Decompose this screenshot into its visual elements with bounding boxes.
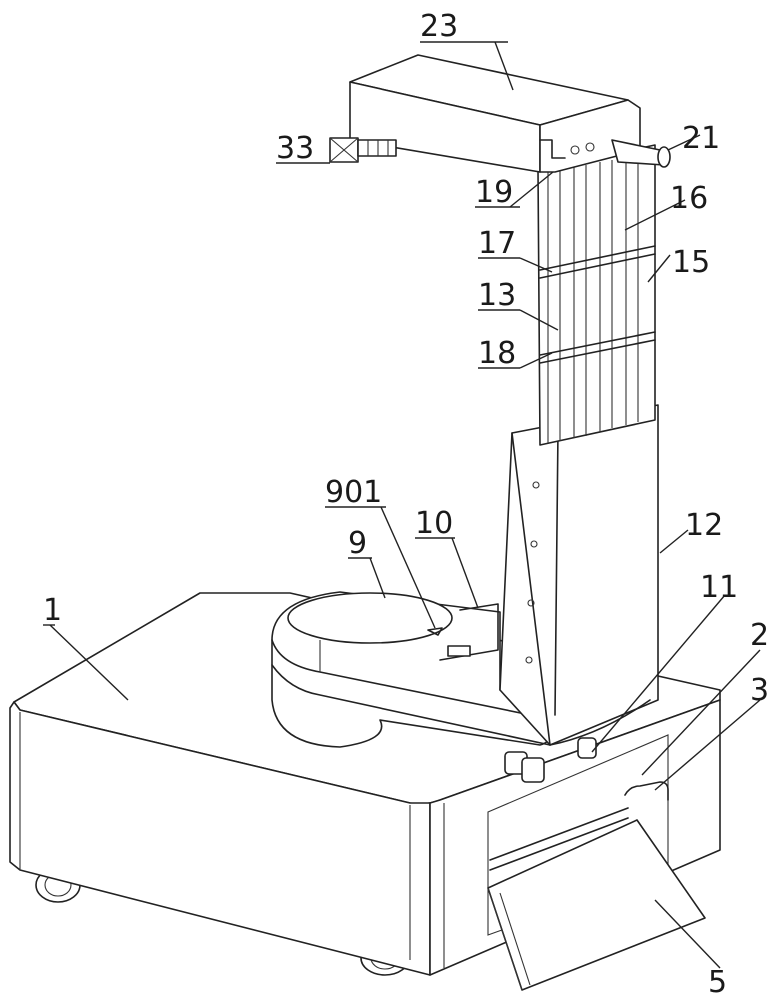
roller <box>521 757 545 783</box>
label-17: 17 <box>478 226 516 261</box>
label-1: 1 <box>43 593 62 628</box>
label-16: 16 <box>670 181 708 216</box>
tray-bracket <box>447 645 471 657</box>
label-13: 13 <box>478 278 516 313</box>
label-21: 21 <box>682 121 720 156</box>
label-33: 33 <box>276 131 314 166</box>
label-12: 12 <box>685 508 723 543</box>
label-23: 23 <box>420 9 458 44</box>
label-901: 901 <box>325 475 382 510</box>
label-15: 15 <box>672 245 710 280</box>
label-9: 9 <box>348 526 367 561</box>
label-3: 3 <box>750 673 769 708</box>
label-2: 2 <box>750 618 769 653</box>
label-11: 11 <box>700 570 738 605</box>
label-18: 18 <box>478 336 516 371</box>
label-5: 5 <box>708 965 727 1000</box>
leader-lines <box>43 41 761 969</box>
part-labels: 23 33 21 19 16 17 15 13 18 901 10 9 12 1… <box>43 9 769 1000</box>
roller <box>577 737 597 759</box>
label-19: 19 <box>475 175 513 210</box>
column-housing <box>499 404 659 783</box>
top-arm-assembly <box>329 54 671 173</box>
telescopic-mast <box>537 144 656 446</box>
circular-tray-assembly <box>271 591 561 748</box>
label-10: 10 <box>415 506 453 541</box>
